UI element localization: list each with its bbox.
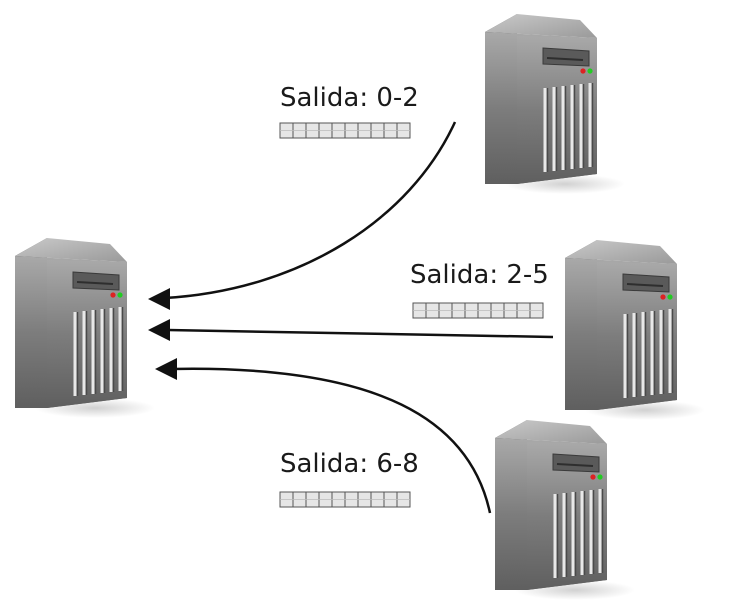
arrow-head-flow-2 xyxy=(148,319,170,341)
server-tower-icon xyxy=(563,238,707,422)
server-tower-icon xyxy=(13,236,157,420)
arrow-flow-3 xyxy=(171,367,492,514)
label-flow-3: Salida: 6-8 xyxy=(280,449,419,479)
packet-buffer-2 xyxy=(412,302,544,319)
arrow-head-flow-1 xyxy=(148,288,170,310)
sender-server-1 xyxy=(483,12,627,196)
server-tower-icon xyxy=(493,418,637,602)
arrow-flow-1 xyxy=(164,121,457,300)
packet-buffer-3 xyxy=(279,491,411,508)
server-tower-icon xyxy=(483,12,627,196)
arrow-flow-2 xyxy=(167,328,554,339)
receiver-server xyxy=(13,236,157,420)
label-flow-2: Salida: 2-5 xyxy=(410,260,549,290)
sender-server-2 xyxy=(563,238,707,422)
packet-buffer-1 xyxy=(279,122,411,139)
sender-server-3 xyxy=(493,418,637,602)
arrow-head-flow-3 xyxy=(155,358,177,380)
label-flow-1: Salida: 0-2 xyxy=(280,83,419,113)
